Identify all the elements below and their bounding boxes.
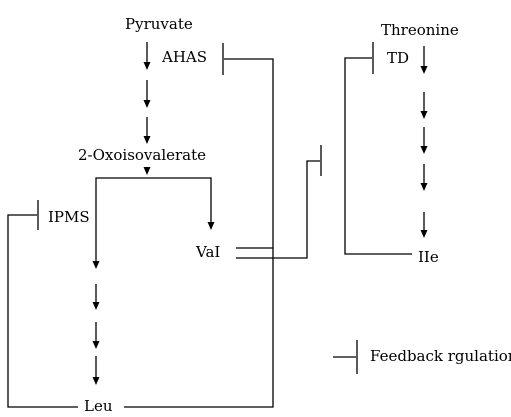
- threonine-to-ile-arrows: [420, 46, 428, 238]
- feedback-ile-to-td: [344, 42, 412, 255]
- feedback-leu-to-ipms: [7, 200, 78, 408]
- pyruvate-to-oxoisovalerate-arrows: [143, 42, 151, 144]
- threonine-label: Threonine: [381, 21, 459, 39]
- ahas-label: AHAS: [161, 48, 207, 66]
- oxoisovalerate-branch: [92, 167, 215, 269]
- ile-label: IIe: [418, 248, 439, 266]
- val-label: VaI: [195, 243, 220, 261]
- ipms-label: IPMS: [48, 208, 90, 226]
- legend-label: Feedback rgulation: [370, 347, 511, 365]
- feedback-leu-to-ahas: [124, 43, 274, 408]
- legend-inhibition-symbol: [333, 340, 358, 374]
- leu-pathway-arrows: [92, 284, 100, 385]
- feedback-val-to-td: [236, 145, 322, 259]
- oxoisovalerate-label: 2-Oxoisovalerate: [78, 146, 206, 164]
- pyruvate-label: Pyruvate: [125, 15, 193, 33]
- leu-label: Leu: [84, 397, 113, 415]
- td-label: TD: [387, 49, 409, 67]
